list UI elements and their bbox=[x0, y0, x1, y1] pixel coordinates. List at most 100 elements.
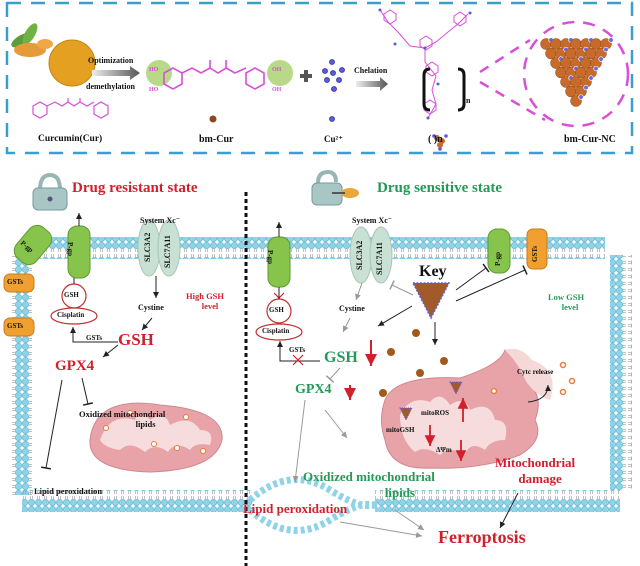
inhibit-gpx4-mito-left bbox=[81, 377, 94, 406]
slc7a11-label-left: SLC7A11 bbox=[163, 235, 172, 268]
gsts-membrane-1 bbox=[3, 273, 35, 293]
nanocluster-sphere bbox=[565, 85, 577, 98]
gsts-membrane-right bbox=[526, 228, 548, 270]
drug-sensitive-title: Drug sensitive state bbox=[377, 180, 502, 196]
zoom-circle bbox=[522, 20, 630, 128]
cu-ion-dot bbox=[593, 65, 599, 72]
cu-ion-label: Cu²⁺ bbox=[324, 134, 343, 144]
pgp-transporter-right bbox=[487, 228, 511, 274]
slc7a11-transporter-right bbox=[369, 226, 393, 284]
key-inhibit-xc bbox=[389, 280, 414, 296]
polymer-n-label: n bbox=[466, 96, 471, 105]
gsh-circle-right bbox=[266, 298, 292, 324]
cu-ion-dot bbox=[603, 46, 609, 53]
oxidized-line1-left: Oxidized mitochondrial bbox=[79, 409, 166, 419]
lipid-peroxidation-left: Lipid peroxidation bbox=[34, 486, 103, 496]
key-to-gsh-arrow bbox=[377, 305, 413, 327]
cytc-release-arrow bbox=[527, 384, 551, 403]
nanocluster-sphere bbox=[565, 47, 577, 60]
gsts-conjugation-arrow-left bbox=[70, 327, 118, 343]
inhibit-gsh-gpx4-right bbox=[325, 367, 341, 383]
blocked-x-icon-2 bbox=[292, 354, 304, 366]
nanocluster-sphere bbox=[560, 57, 572, 69]
cisplatin-label-left: Cisplatin bbox=[57, 311, 85, 319]
oxidized-line2-left: lipids bbox=[135, 419, 156, 429]
high-gsh-line2: level bbox=[201, 301, 219, 311]
cystine-label-right: Cystine bbox=[339, 304, 365, 313]
membrane-right bbox=[610, 255, 632, 490]
gsh-label-small-left: GSH bbox=[64, 291, 79, 299]
low-gsh-line2: level bbox=[561, 302, 579, 312]
mitoros-label: mitoROS bbox=[421, 409, 449, 417]
bmcurnc-nanocluster bbox=[540, 37, 614, 107]
mitogsh-label: mitoGSH bbox=[386, 426, 415, 434]
zoom-line-bottom bbox=[479, 80, 546, 122]
cu-ion-dot bbox=[583, 84, 589, 91]
gsh-big-right: GSH bbox=[324, 349, 358, 366]
bmcurnc-label: bm-Cur-NC bbox=[564, 134, 616, 145]
lipid-to-ferroptosis-arrow bbox=[339, 521, 423, 538]
optimization-arrow bbox=[92, 66, 140, 80]
bmcur-structure bbox=[146, 60, 293, 123]
nanocluster-sphere bbox=[545, 47, 557, 60]
pgp-label-right: P-gp bbox=[494, 252, 502, 266]
cisplatin-label-right: Cisplatin bbox=[262, 327, 290, 335]
membrane-left bbox=[12, 255, 34, 495]
gpx4-left: GPX4 bbox=[55, 358, 95, 374]
ho-label-1: HO bbox=[149, 67, 159, 73]
nanocluster-sphere bbox=[575, 66, 587, 79]
mito-damage-to-ferroptosis-arrow bbox=[499, 492, 519, 529]
nanocluster-sphere bbox=[580, 57, 592, 69]
cisplatin-ellipse-right bbox=[255, 323, 303, 341]
arrow-to-cystine-right bbox=[355, 282, 363, 301]
arrow-gpx4-to-oxlipids-right bbox=[324, 409, 348, 439]
lipid-peroxidation-right: Lipid peroxidation bbox=[243, 501, 348, 516]
mitochondrion-left bbox=[89, 402, 223, 473]
optimization-label: Optimization bbox=[88, 56, 134, 65]
turmeric-icon bbox=[11, 23, 53, 57]
ho-label-2: HO bbox=[149, 87, 159, 93]
plus-icon bbox=[300, 70, 312, 82]
cytc-release-label: Cytc release bbox=[517, 368, 554, 376]
oh-label-2: OH bbox=[272, 87, 282, 93]
mito-damage-line1: Mitochondrial bbox=[495, 455, 576, 470]
top-panel-border bbox=[5, 1, 634, 155]
oxidized-line2-right: lipids bbox=[384, 485, 416, 500]
nc-unit-icon bbox=[432, 134, 448, 151]
system-xc-label-left: System Xc⁻ bbox=[140, 216, 180, 225]
lipid-to-ferroptosis-arrow-2 bbox=[394, 509, 425, 531]
key-nanocluster-icon bbox=[411, 282, 451, 320]
cu-ion-dot bbox=[588, 75, 594, 81]
oh-label-1: OH bbox=[272, 67, 282, 73]
gsts-membrane-2 bbox=[3, 317, 35, 337]
cu-ion-dot bbox=[578, 94, 584, 100]
pgp-transporter-tilted bbox=[13, 224, 53, 266]
nanocluster-sphere bbox=[570, 76, 582, 88]
bracket-right bbox=[457, 67, 466, 112]
gpx4-right: GPX4 bbox=[295, 382, 332, 397]
ferroptosis-label: Ferroptosis bbox=[438, 527, 526, 547]
lock-closed-icon bbox=[32, 172, 68, 211]
gsts-label-left-2: GSTs bbox=[7, 322, 24, 330]
bracket-left bbox=[422, 67, 431, 112]
nanocluster-sphere bbox=[550, 38, 562, 50]
cu-ion-dot bbox=[608, 37, 614, 43]
nanocluster-sphere bbox=[585, 47, 597, 60]
nanocluster-sphere bbox=[555, 66, 567, 79]
zoom-line-top bbox=[479, 38, 531, 74]
arrow-cystine-to-gsh-left bbox=[141, 317, 153, 331]
cytc-particles bbox=[490, 361, 576, 396]
chelation-label: Chelation bbox=[354, 66, 388, 75]
arrow-cystine-to-gsh-right bbox=[342, 317, 351, 333]
cisplatin-ellipse-left bbox=[50, 307, 98, 325]
high-gsh-line1: High GSH bbox=[186, 291, 225, 301]
key-inhibit-pgp bbox=[455, 263, 490, 291]
system-xc-label-right: System Xc⁻ bbox=[352, 216, 392, 225]
membrane-bottom-right bbox=[375, 490, 620, 512]
nanocluster-sphere bbox=[590, 38, 602, 50]
